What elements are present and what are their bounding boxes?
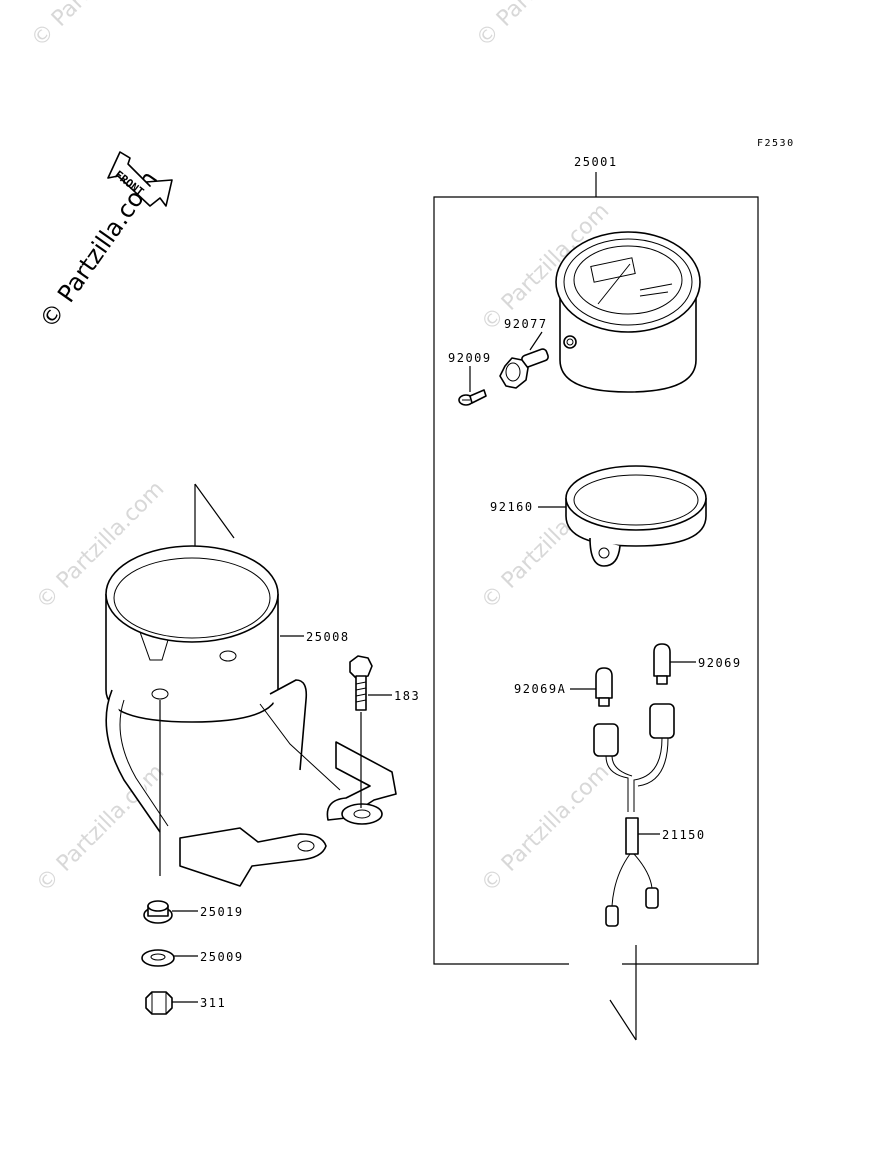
label-25019: 25019 (200, 905, 244, 919)
watermark-top-center: © Partzilla.com (472, 0, 610, 52)
watermark-bottom-right: © Partzilla.com (477, 760, 615, 898)
washer-icon: 25009 (141, 949, 244, 967)
label-311: 311 (200, 996, 226, 1010)
watermark-bottom-left: © Partzilla.com (32, 760, 170, 898)
bulb-92069-icon: 92069 (653, 643, 742, 685)
wiring-harness-icon: 21150 (593, 703, 706, 927)
bulb-92069A-icon: 92069A (514, 667, 613, 707)
label-92077: 92077 (504, 317, 548, 331)
label-21150: 21150 (662, 828, 706, 842)
meter-bracket-icon: 25008 (105, 483, 397, 887)
label-92009: 92009 (448, 351, 492, 365)
assembly-box-25001: 25001 (433, 155, 759, 1041)
ring-gasket-icon: 92160 (490, 465, 707, 567)
label-25001: 25001 (574, 155, 618, 169)
meter-assembly-icon (555, 231, 701, 393)
reset-knob-icon: 92077 (499, 317, 549, 389)
figure-code: F2530 (757, 138, 795, 149)
label-25008: 25008 (306, 630, 350, 644)
label-92069: 92069 (698, 656, 742, 670)
bolt-icon: 183 (349, 655, 420, 808)
label-25009: 25009 (200, 950, 244, 964)
label-92069A: 92069A (514, 682, 566, 696)
watermark-top-left: © Partzilla.com (27, 0, 165, 52)
screw-icon: 92009 (448, 351, 492, 406)
collar-icon: 25019 (143, 900, 244, 924)
label-92160: 92160 (490, 500, 534, 514)
nut-icon: 311 (145, 991, 226, 1015)
label-183: 183 (394, 689, 420, 703)
